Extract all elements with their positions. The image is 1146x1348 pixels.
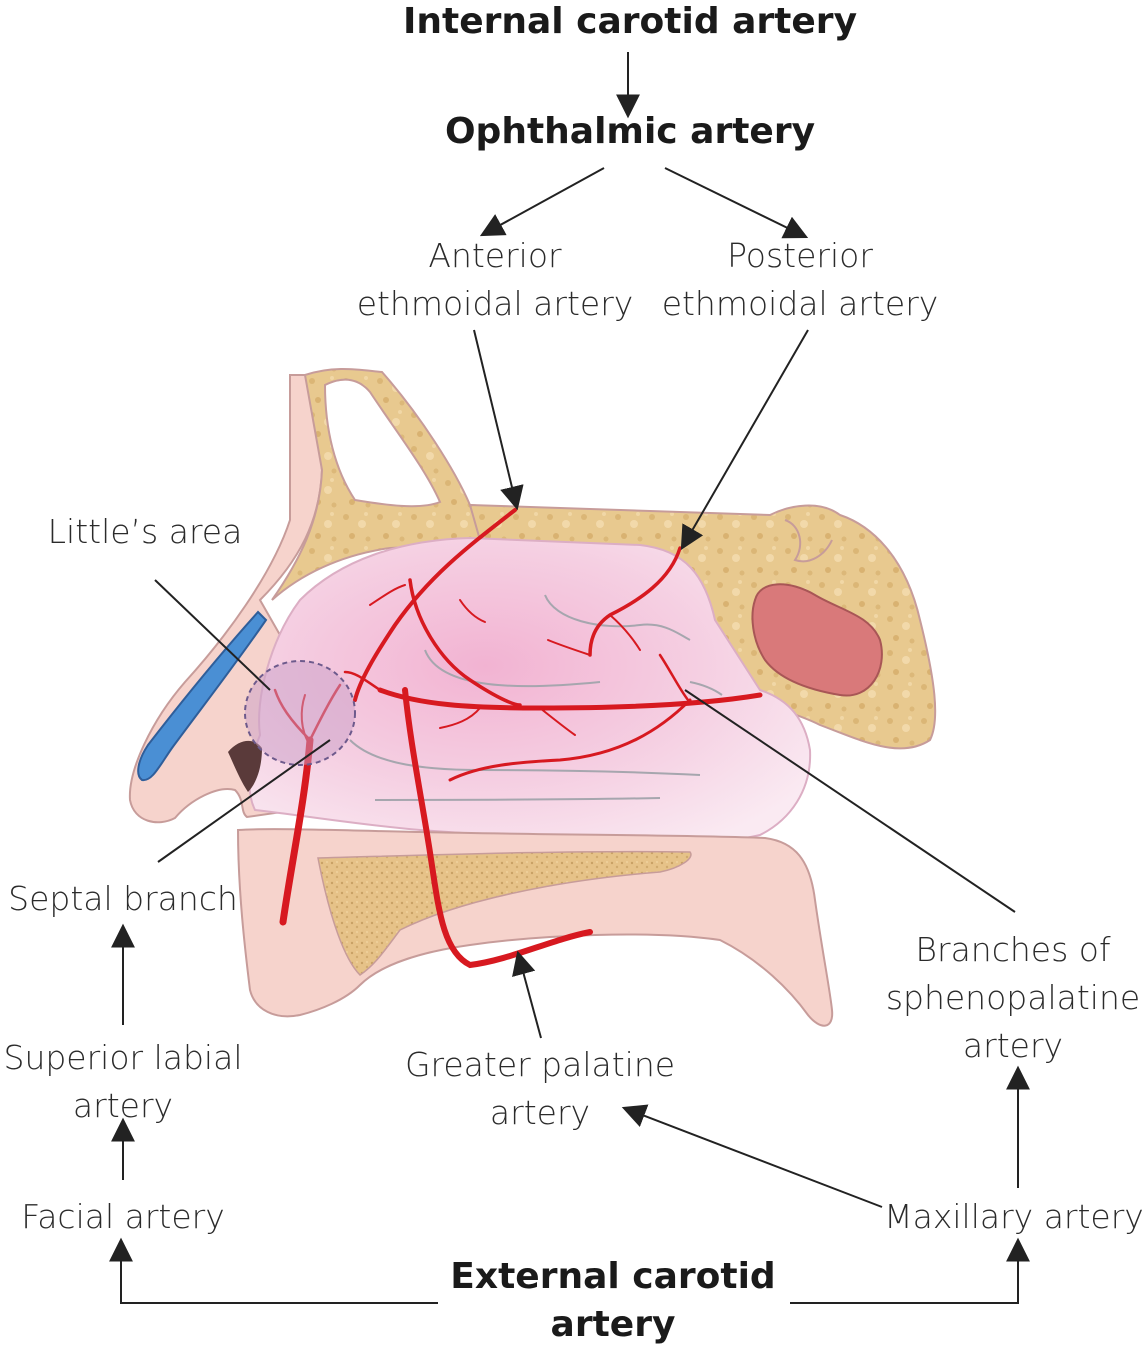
anterior-ethmoidal-line2: ethmoidal artery [340,280,650,328]
ophthalmic-text: Ophthalmic artery [400,108,860,157]
leader-greater-palatine [518,953,541,1038]
facial-artery-label: Facial artery [0,1193,246,1241]
sphenopalatine-label: Branches of sphenopalatine artery [880,926,1146,1071]
posterior-ethmoidal-line2: ethmoidal artery [650,280,950,328]
sphenopalatine-line3: artery [880,1022,1146,1070]
anterior-ethmoidal-line1: Anterior [340,232,650,280]
arrow-external-to-facial [121,1240,438,1303]
internal-carotid-label: Internal carotid artery [380,0,880,47]
greater-palatine-line1: Greater palatine [385,1041,695,1089]
sphenopalatine-line2: sphenopalatine [880,974,1146,1022]
external-carotid-line1: External carotid [430,1253,796,1301]
littles-area-text: Little’s area [30,508,260,556]
internal-carotid-text: Internal carotid artery [380,0,880,47]
leader-anterior-ethmoidal [474,330,517,508]
maxillary-artery-label: Maxillary artery [882,1193,1146,1241]
septal-branch-text: Septal branch [0,875,246,923]
superior-labial-line2: artery [0,1082,246,1130]
posterior-ethmoidal-line1: Posterior [650,232,950,280]
arrow-ophthalmic-to-posterior [665,168,806,237]
septal-branch-label: Septal branch [0,875,246,923]
greater-palatine-label: Greater palatine artery [385,1041,695,1137]
arrow-external-to-maxillary [790,1240,1018,1303]
superior-labial-line1: Superior labial [0,1034,246,1082]
sphenopalatine-line1: Branches of [880,926,1146,974]
anterior-ethmoidal-label: Anterior ethmoidal artery [340,232,650,328]
maxillary-artery-text: Maxillary artery [882,1193,1146,1241]
posterior-ethmoidal-label: Posterior ethmoidal artery [650,232,950,328]
ophthalmic-label: Ophthalmic artery [400,108,860,157]
arrow-ophthalmic-to-anterior [482,168,604,235]
external-carotid-label: External carotid artery [430,1253,796,1348]
facial-artery-text: Facial artery [0,1193,246,1241]
superior-labial-label: Superior labial artery [0,1034,246,1130]
external-carotid-line2: artery [430,1301,796,1348]
littles-area-circle [245,661,355,765]
greater-palatine-line2: artery [385,1089,695,1137]
littles-area-label: Little’s area [30,508,260,556]
